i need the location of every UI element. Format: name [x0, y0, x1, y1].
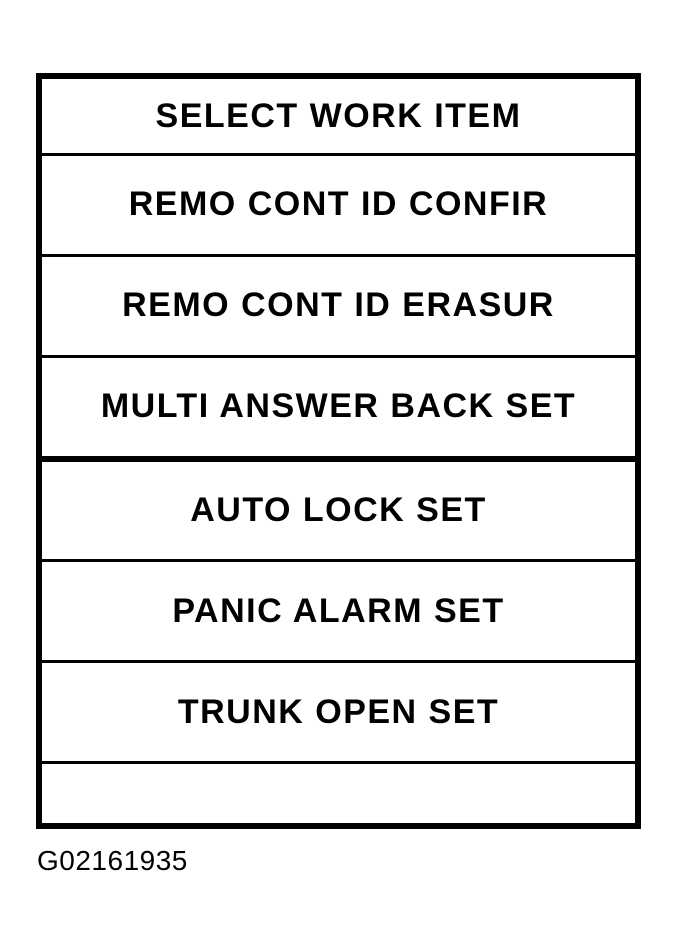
menu-item-remo-cont-id-confir[interactable]: REMO CONT ID CONFIR [42, 153, 635, 254]
menu-title: SELECT WORK ITEM [155, 96, 522, 135]
menu-item-multi-answer-back-set[interactable]: MULTI ANSWER BACK SET [42, 354, 635, 456]
figure-id: G02161935 [37, 845, 188, 876]
menu-item-panic-alarm-set[interactable]: PANIC ALARM SET [42, 559, 635, 660]
menu-row-empty [42, 761, 635, 823]
menu-item-trunk-open-set[interactable]: TRUNK OPEN SET [42, 660, 635, 761]
select-work-item-menu: SELECT WORK ITEM REMO CONT ID CONFIR REM… [36, 73, 641, 829]
menu-item-auto-lock-set[interactable]: AUTO LOCK SET [42, 455, 635, 560]
menu-item-remo-cont-id-erasur[interactable]: REMO CONT ID ERASUR [42, 253, 635, 355]
